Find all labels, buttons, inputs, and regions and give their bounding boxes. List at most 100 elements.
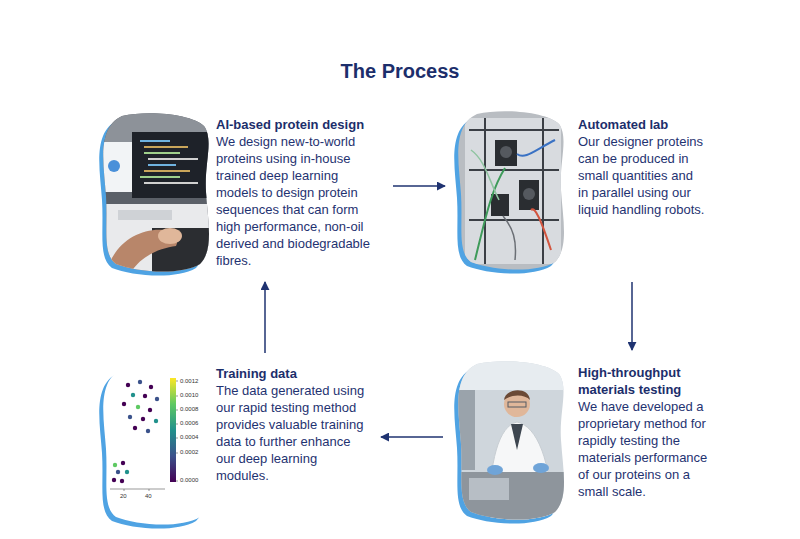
code-line (144, 152, 180, 154)
monitor-right (132, 132, 214, 198)
shelf (455, 390, 475, 470)
flow-arrow (264, 282, 266, 353)
mouse-pad (152, 228, 214, 274)
process-step: AI-based protein designWe design new-to-… (96, 108, 385, 276)
point (154, 419, 158, 423)
scatter-points (112, 380, 159, 483)
tube (517, 140, 555, 156)
axis-tick-label: 0.0010 (180, 392, 198, 399)
step-heading: High-throughput materials testing (578, 364, 716, 398)
point (136, 405, 140, 409)
point (148, 408, 152, 412)
pump (491, 194, 509, 216)
axis-tick-label: 0.0008 (180, 406, 198, 413)
hair (504, 390, 530, 400)
x-axis (110, 489, 165, 491)
tube (475, 168, 505, 260)
step-description: The data generated using our rapid testi… (216, 382, 371, 484)
point (120, 479, 124, 483)
point (112, 478, 116, 482)
tube (503, 216, 516, 260)
glove (533, 463, 549, 473)
step-text: Training dataThe data generated using ou… (216, 365, 371, 484)
window (455, 360, 570, 390)
photo-materials-testing (454, 360, 570, 525)
point (155, 397, 159, 401)
keyboard (118, 210, 172, 220)
flow-arrow (631, 282, 633, 350)
step-text: Automated labOur designer proteins can b… (578, 116, 706, 218)
step-text: High-throughput materials testingWe have… (578, 364, 716, 500)
axis-tick-label: 40 (145, 493, 152, 500)
diagram-title: The Process (0, 60, 800, 83)
code-line (144, 170, 190, 172)
photo-ai-design (99, 112, 215, 277)
code-line (140, 140, 170, 142)
axis-tick-label: 0.0000 (180, 477, 198, 484)
logo (108, 160, 120, 172)
step-description: Our designer proteins can be produced in… (578, 133, 706, 218)
point (146, 429, 150, 433)
process-step: Automated labOur designer proteins can b… (451, 106, 710, 274)
plot-bg (100, 365, 215, 530)
glove (487, 465, 503, 475)
point (113, 463, 117, 467)
photo-bg (100, 112, 215, 277)
step-heading: AI-based protein design (216, 116, 381, 133)
point (126, 383, 130, 387)
machine (455, 472, 570, 522)
shirt (511, 424, 523, 450)
valve (523, 188, 535, 200)
step-text: AI-based protein designWe design new-to-… (216, 116, 381, 269)
glasses (508, 402, 526, 407)
colorbar-ticks (176, 381, 178, 481)
head (504, 391, 530, 417)
code-line (144, 182, 198, 184)
axis-tick-label: 0.0004 (180, 434, 198, 441)
step-heading: Training data (216, 365, 371, 382)
monitor-left (100, 142, 132, 192)
point (116, 470, 120, 474)
point (131, 393, 135, 397)
axis-tick-label: 20 (120, 493, 127, 500)
process-step: High-throughput materials testingWe have… (451, 356, 720, 528)
point (143, 394, 147, 398)
plot-training-data (99, 365, 215, 530)
axis-tick-label: 0.0002 (180, 449, 198, 456)
point (121, 461, 125, 465)
machine-part (469, 478, 509, 500)
point (141, 417, 145, 421)
flow-arrow (393, 185, 445, 187)
code-line (148, 158, 198, 160)
pump (519, 180, 539, 210)
hand (158, 228, 182, 244)
code-line (148, 164, 176, 166)
desk (100, 204, 215, 274)
photo-bg (455, 110, 570, 275)
tube (531, 209, 551, 250)
valve (500, 146, 512, 158)
colorbar (170, 378, 176, 482)
photo-bg (455, 360, 570, 525)
point (128, 415, 132, 419)
pump (495, 140, 517, 166)
blob-edge (454, 115, 560, 273)
axis-tick-label: 0.0006 (180, 420, 198, 427)
point (149, 385, 153, 389)
panel (465, 118, 561, 264)
code-line (140, 176, 180, 178)
step-description: We have developed a proprietary method f… (578, 398, 716, 500)
flow-arrow (381, 436, 443, 438)
code-line (144, 146, 188, 148)
step-description: We design new-to-world proteins using in… (216, 133, 381, 269)
point (125, 470, 129, 474)
point (122, 402, 126, 406)
step-heading: Automated lab (578, 116, 706, 133)
point (133, 426, 137, 430)
point (138, 380, 142, 384)
process-step: Training dataThe data generated using ou… (96, 361, 375, 529)
axis-tick-label: 0.0012 (180, 378, 198, 385)
tube (471, 150, 499, 200)
